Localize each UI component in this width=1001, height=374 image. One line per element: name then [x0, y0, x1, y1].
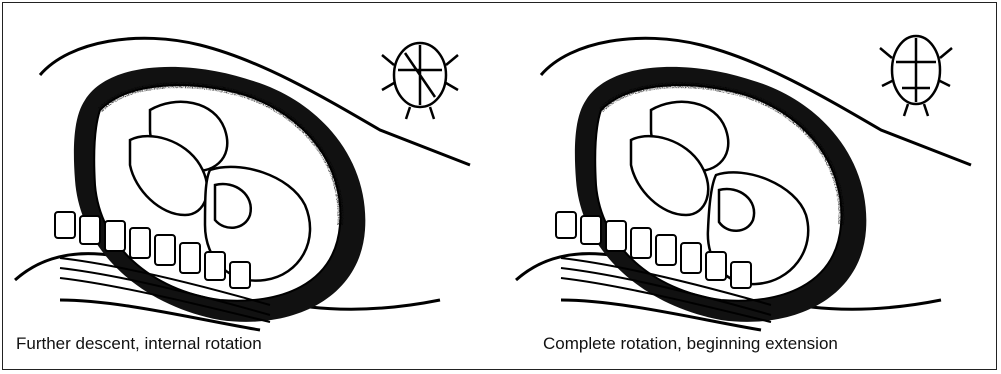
caption-right: Complete rotation, beginning extension [543, 334, 838, 354]
panel-further-descent: Further descent, internal rotation [0, 0, 500, 374]
labor-illustration-left [0, 0, 500, 374]
fetal-head-rotation-icon [880, 36, 952, 116]
panel-complete-rotation: Complete rotation, beginning extension [501, 0, 1001, 374]
labor-illustration-right [501, 0, 1001, 374]
fetal-head-rotation-icon [382, 43, 458, 119]
caption-left: Further descent, internal rotation [16, 334, 262, 354]
